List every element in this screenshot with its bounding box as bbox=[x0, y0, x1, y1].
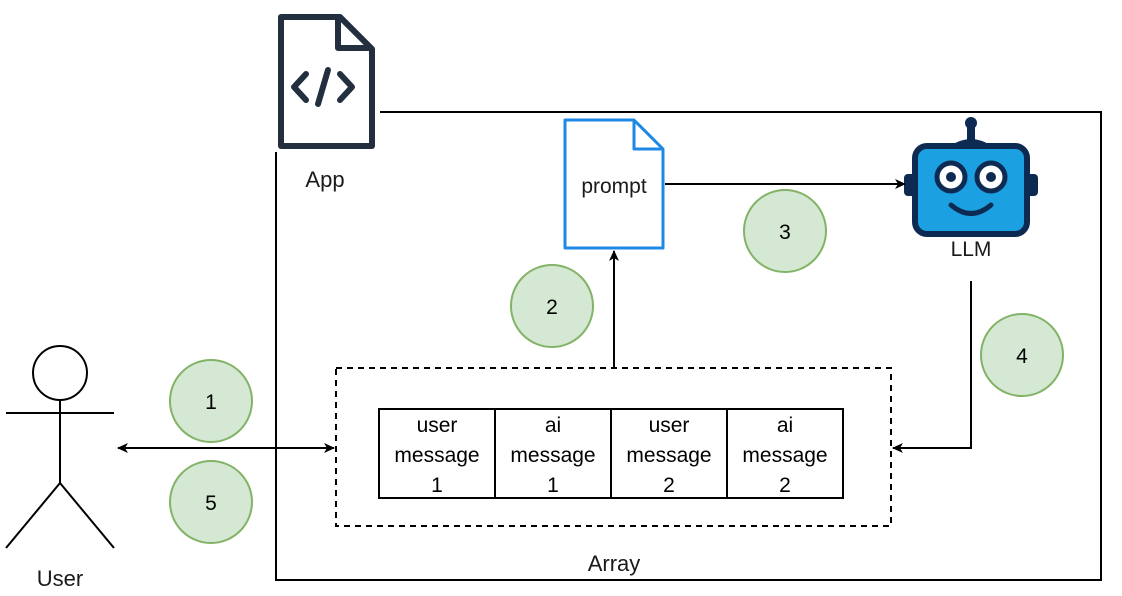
array-cell-4-line-3: 2 bbox=[779, 474, 791, 497]
array-cell-1-line-1: user bbox=[417, 414, 458, 437]
array-cell-3-line-3: 2 bbox=[663, 474, 675, 497]
step-marker-4: 4 bbox=[980, 313, 1064, 397]
app-container bbox=[275, 111, 1102, 581]
step-4-label: 4 bbox=[1016, 345, 1028, 368]
array-cell-4-line-1: ai bbox=[777, 414, 793, 437]
robot-icon bbox=[904, 117, 1038, 237]
user-label: User bbox=[37, 566, 83, 591]
array-cell-2-line-3: 1 bbox=[547, 474, 559, 497]
llm-label: LLM bbox=[951, 238, 992, 261]
array-cell-3-line-1: user bbox=[649, 414, 690, 437]
array-cell-1-line-3: 1 bbox=[431, 474, 443, 497]
code-file-icon bbox=[270, 10, 380, 152]
array-cell-1-line-2: message bbox=[394, 444, 479, 467]
document-icon bbox=[563, 118, 665, 250]
llm-to-array-arrow bbox=[892, 281, 972, 453]
array-cell-3 bbox=[610, 408, 728, 499]
step-marker-5: 5 bbox=[169, 460, 253, 544]
step-3-label: 3 bbox=[779, 221, 791, 244]
step-1-label: 1 bbox=[205, 391, 217, 414]
step-marker-3: 3 bbox=[743, 189, 827, 273]
step-2-label: 2 bbox=[546, 296, 558, 319]
array-cell-2-line-2: message bbox=[510, 444, 595, 467]
stick-figure-icon bbox=[5, 345, 115, 549]
step-5-label: 5 bbox=[205, 492, 217, 515]
array-cell-3-line-2: message bbox=[626, 444, 711, 467]
array-cell-4-line-2: message bbox=[742, 444, 827, 467]
step-marker-2: 2 bbox=[510, 264, 594, 348]
array-label: Array bbox=[588, 551, 641, 576]
array-cell-1 bbox=[378, 408, 496, 499]
array-cell-2-line-1: ai bbox=[545, 414, 561, 437]
prompt-label: prompt bbox=[581, 175, 647, 198]
array-cell-4 bbox=[726, 408, 844, 499]
step-marker-1: 1 bbox=[169, 359, 253, 443]
array-cells: user message 1 ai message 1 user message… bbox=[378, 408, 844, 499]
app-label: App bbox=[305, 167, 344, 192]
